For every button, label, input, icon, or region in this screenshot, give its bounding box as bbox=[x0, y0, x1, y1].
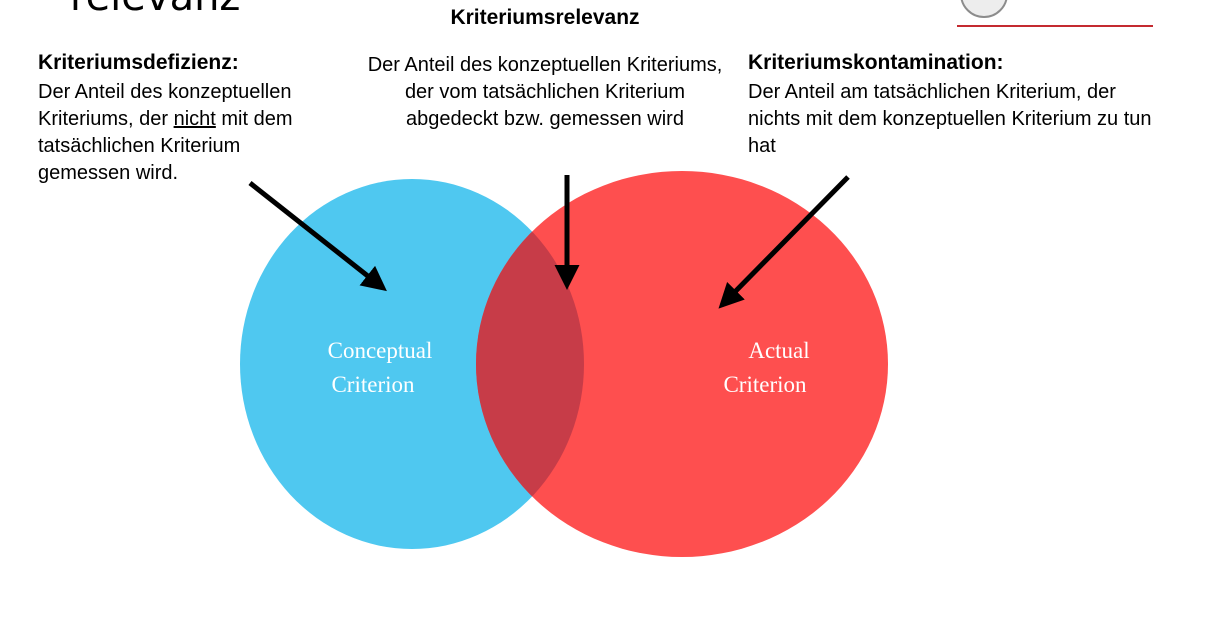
actual-label-line1: Actual bbox=[748, 338, 809, 363]
conceptual-label-line2: Criterion bbox=[331, 372, 415, 397]
conceptual-criterion-circle bbox=[240, 179, 584, 549]
deficiency-arrow bbox=[248, 181, 387, 292]
header-divider bbox=[957, 25, 1153, 27]
contamination-description: Der Anteil am tatsächlichen Kriterium, d… bbox=[748, 81, 1152, 157]
deficiency-text-after: mit dem tatsächlichen Kriterium gemessen… bbox=[38, 108, 293, 184]
contamination-arrow bbox=[718, 175, 850, 309]
deficiency-text-before: Der Anteil des konzeptuellen Kriteriums,… bbox=[38, 81, 292, 130]
conceptual-label-line1: Conceptual bbox=[328, 338, 433, 363]
relevance-heading: Kriteriumsrelevanz bbox=[450, 6, 640, 29]
actual-label-line2: Criterion bbox=[723, 372, 807, 397]
deficiency-emphasis: nicht bbox=[173, 108, 216, 130]
contamination-heading: Kriteriumskontamination: bbox=[748, 51, 1004, 74]
slide-title-fragment: relevanz bbox=[70, 0, 240, 20]
relevance-description: Der Anteil des konzeptuellen Kriteriums,… bbox=[367, 54, 723, 130]
deficiency-description: Der Anteil des konzeptuellen Kriteriums,… bbox=[38, 79, 318, 187]
deficiency-heading: Kriteriumsdefizienz: bbox=[38, 51, 239, 74]
